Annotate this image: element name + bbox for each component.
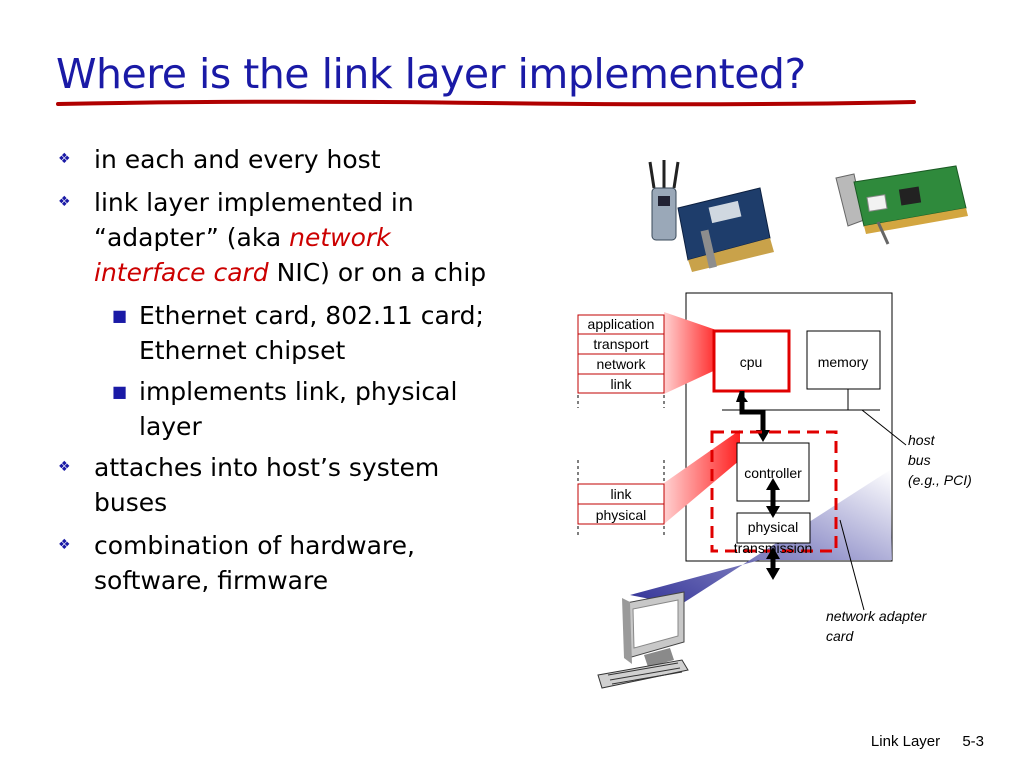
adapter-label: network adapter (826, 608, 928, 624)
title-underline (56, 99, 916, 107)
bullet-text: in each and every host (94, 145, 381, 174)
host-bus-label: bus (908, 452, 931, 468)
protocol-beam-bottom (664, 430, 740, 524)
subbullet-text: Ethernet card, 802.11 card; Ethernet chi… (139, 301, 484, 365)
host-bus-label: host (908, 432, 936, 448)
cpu-box (712, 329, 791, 393)
footer-page-number: 5-3 (962, 733, 984, 750)
subbullet-text: implements link, physical layer (139, 377, 458, 441)
bullet-text: attaches into host’s system buses (94, 453, 440, 517)
bullet-adapter: ❖ link layer implemented in “adapter” (a… (58, 185, 498, 290)
slide-title: Where is the link layer implemented? (56, 50, 806, 98)
diamond-bullet-icon: ❖ (58, 537, 71, 553)
host-bus-label: (e.g., PCI) (908, 472, 972, 488)
footer-section: Link Layer (870, 733, 941, 750)
stack-layer-application: application (588, 316, 655, 332)
protocol-stack-adapter: link physical (577, 460, 665, 538)
adapter-callout (839, 519, 865, 611)
bullet-text: link layer implemented in “adapter” (aka (94, 188, 414, 252)
bullet-text: combination of hardware, software, firmw… (94, 531, 415, 595)
host-bus-callout (861, 409, 907, 446)
stack-layer-transport: transport (593, 336, 648, 352)
bullet-attaches: ❖ attaches into host’s system buses (58, 450, 498, 520)
bullet-text: NIC) or on a chip (268, 258, 487, 287)
computer-image (597, 591, 689, 689)
diamond-bullet-icon: ❖ (58, 194, 71, 210)
bullet-list: ❖ in each and every host ❖ link layer im… (58, 142, 498, 606)
protocol-stack-host: application transport network link (577, 314, 665, 408)
bullet-host: ❖ in each and every host (58, 142, 498, 177)
diamond-bullet-icon: ❖ (58, 459, 71, 475)
cable-cone (630, 470, 892, 605)
protocol-beam-top (664, 312, 722, 394)
controller-label: controller (744, 465, 802, 481)
stack-layer-network: network (596, 356, 646, 372)
ethernet-card-image (835, 165, 968, 245)
slide-footer: Link Layer 5-3 (853, 733, 984, 750)
subbullet-implements: ■ implements link, physical layer (58, 374, 498, 444)
diamond-bullet-icon: ❖ (58, 151, 71, 167)
bullet-combination: ❖ combination of hardware, software, fir… (58, 528, 498, 598)
stack-layer-link-2: link (610, 486, 632, 502)
memory-label: memory (818, 354, 869, 370)
stack-layer-link: link (610, 376, 632, 392)
subbullet-ethernet-card: ■ Ethernet card, 802.11 card; Ethernet c… (58, 298, 498, 368)
wireless-card-image (648, 160, 774, 272)
stack-layer-physical: physical (596, 507, 647, 523)
square-bullet-icon: ■ (112, 382, 128, 401)
link-layer-diagram: application transport network link link … (577, 160, 972, 689)
memory-box (806, 330, 881, 390)
square-bullet-icon: ■ (112, 306, 128, 325)
bullet-emphasis: network interface card (94, 223, 391, 287)
cpu-label: cpu (740, 354, 763, 370)
physical-label: physical (748, 519, 799, 535)
adapter-label: card (826, 628, 854, 644)
